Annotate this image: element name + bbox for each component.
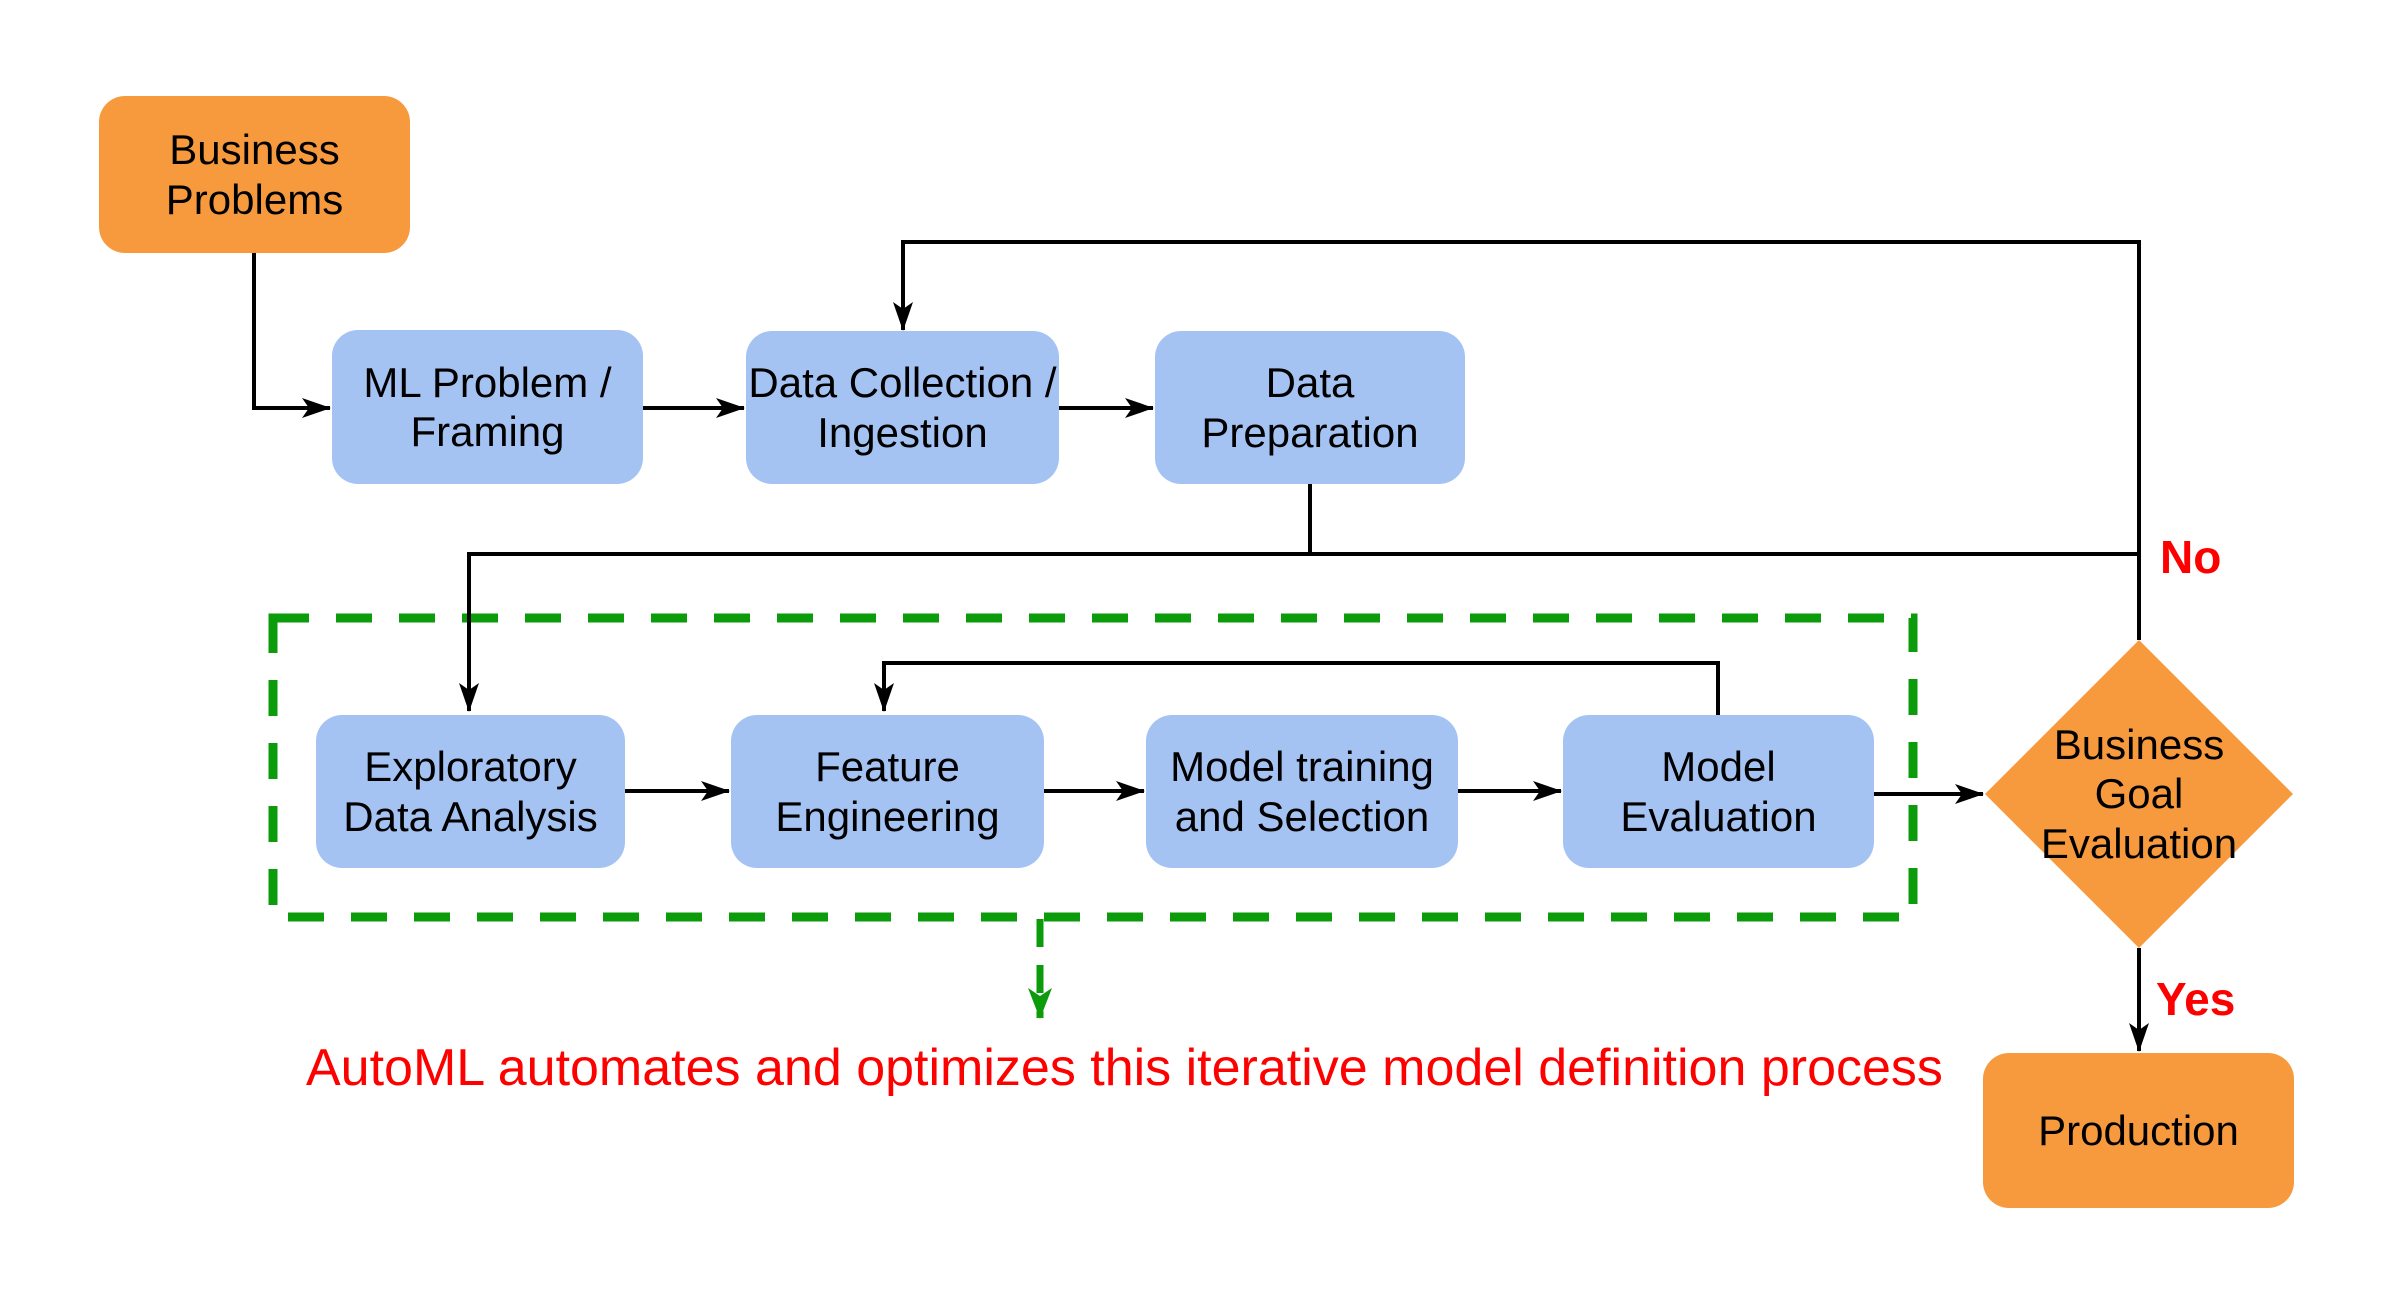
edge-label-no: No	[2160, 531, 2222, 583]
automl-caption: AutoML automates and optimizes this iter…	[306, 1039, 1943, 1097]
node-ml-problem-framing-label: ML Problem / Framing	[363, 358, 612, 455]
automl-scope-outline	[268, 613, 1918, 922]
edge-label-yes: Yes	[2156, 973, 2236, 1025]
node-data-collection-ingestion-label: Data Collection / Ingestion	[748, 359, 1057, 456]
node-data-preparation: Data Preparation	[1155, 331, 1465, 484]
edge-business-to-mlproblem	[252, 253, 331, 418]
node-data-collection-ingestion: Data Collection / Ingestion	[746, 331, 1059, 484]
edge-no-feedback-to-datacollection	[893, 240, 2141, 640]
node-production-label: Production	[2038, 1106, 2239, 1154]
edge-modelevaluation-to-featureengineering	[874, 661, 1720, 715]
node-business-goal-evaluation: Business Goal Evaluation	[2019, 689, 2259, 899]
edge-datapreparation-to-eda	[459, 552, 2139, 712]
node-exploratory-data-analysis-label: Exploratory Data Analysis	[343, 743, 598, 840]
node-feature-engineering: Feature Engineering	[731, 715, 1044, 868]
node-business-problems: Business Problems	[99, 96, 410, 253]
node-model-evaluation-label: Model Evaluation	[1620, 743, 1817, 840]
node-business-problems-label: Business Problems	[165, 126, 344, 223]
node-production: Production	[1983, 1053, 2294, 1208]
node-model-training-selection: Model training and Selection	[1146, 715, 1458, 868]
node-feature-engineering-label: Feature Engineering	[775, 743, 1000, 840]
node-exploratory-data-analysis: Exploratory Data Analysis	[316, 715, 625, 868]
node-model-evaluation: Model Evaluation	[1563, 715, 1874, 868]
node-model-training-selection-label: Model training and Selection	[1170, 743, 1434, 840]
node-business-goal-evaluation-label: Business Goal Evaluation	[2040, 721, 2238, 867]
node-data-preparation-label: Data Preparation	[1201, 359, 1419, 456]
node-ml-problem-framing: ML Problem / Framing	[332, 330, 643, 484]
decision-diamond-shape	[1985, 640, 2293, 948]
